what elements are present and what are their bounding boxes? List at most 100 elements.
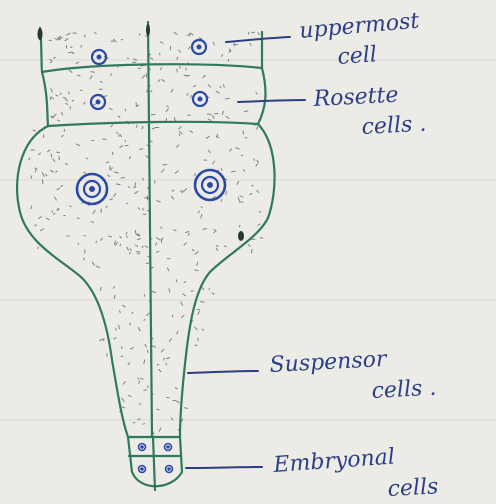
cytoplasm-dot — [127, 236, 128, 237]
cytoplasm-dot — [56, 171, 57, 172]
cytoplasm-dot — [197, 262, 198, 265]
cytoplasm-dot — [161, 227, 162, 228]
cytoplasm-dot — [252, 32, 255, 33]
cytoplasm-dot — [175, 171, 178, 173]
cytoplasm-dot — [69, 70, 72, 72]
cytoplasm-dot — [66, 103, 68, 104]
label-uppermost-line2: cell — [337, 42, 378, 70]
cytoplasm-dot — [166, 118, 167, 121]
cytoplasm-dot — [138, 253, 140, 254]
cytoplasm-dot — [54, 114, 56, 116]
cytoplasm-dot — [171, 89, 173, 92]
cytoplasm-dot — [245, 111, 248, 112]
cytoplasm-dot — [216, 246, 218, 247]
cytoplasm-dot — [166, 109, 168, 112]
cytoplasm-dot — [104, 96, 107, 97]
cytoplasm-dot — [60, 93, 61, 94]
nucleus-rosette-right — [193, 92, 207, 106]
cytoplasm-dot — [161, 169, 164, 172]
cytoplasm-dot — [110, 199, 113, 200]
cytoplasm-dot — [179, 127, 181, 129]
cytoplasm-dot — [57, 152, 60, 153]
cytoplasm-dot — [93, 210, 95, 213]
cytoplasm-dot — [188, 47, 190, 49]
cytoplasm-dot — [101, 238, 103, 240]
cytoplasm-dot — [195, 270, 198, 271]
cytoplasm-dot — [76, 62, 79, 64]
cytoplasm-dot — [115, 243, 117, 246]
cytoplasm-dot — [256, 92, 257, 94]
cytoplasm-dot — [54, 57, 56, 58]
cytoplasm-dot — [258, 33, 259, 35]
cytoplasm-dot — [147, 90, 148, 92]
cytoplasm-dot — [177, 69, 178, 72]
cytoplasm-dot — [138, 208, 139, 210]
cytoplasm-dot — [201, 207, 202, 208]
cytoplasm-dot — [150, 58, 152, 59]
cytoplasm-dot — [195, 252, 198, 255]
cytoplasm-dot — [190, 131, 193, 133]
cytoplasm-dot — [122, 407, 125, 408]
cytoplasm-dot — [184, 243, 187, 245]
cytoplasm-dot — [120, 146, 123, 148]
cytoplasm-dot — [254, 159, 255, 161]
cytoplasm-dot — [177, 401, 180, 403]
cytoplasm-dot — [56, 95, 58, 96]
cytoplasm-dot — [118, 116, 120, 118]
cytoplasm-dot — [240, 196, 243, 197]
embryonal-nuclei — [139, 444, 173, 473]
cytoplasm-dot — [213, 42, 214, 45]
cytoplasm-dot — [114, 295, 115, 298]
cytoplasm-dot — [216, 91, 219, 93]
cytoplasm-dot — [257, 127, 258, 130]
cytoplasm-dot — [130, 249, 131, 250]
cytoplasm-dot — [135, 191, 138, 193]
cytoplasm-dot — [156, 243, 157, 245]
cytoplasm-dot — [114, 172, 118, 173]
pointer-uppermost — [226, 37, 290, 42]
nucleus-rosette-left — [91, 95, 105, 109]
pointer-lines — [186, 37, 305, 468]
cytoplasm-dot — [214, 231, 215, 233]
cytoplasm-dot — [109, 236, 112, 237]
cytoplasm-dot — [174, 230, 176, 231]
cytoplasm-dot — [65, 164, 67, 165]
cytoplasm-dot — [160, 42, 163, 43]
cytoplasm-dot — [58, 120, 60, 121]
cytoplasm-dot — [172, 190, 174, 191]
cytoplasm-dot — [230, 149, 232, 151]
cytoplasm-dot — [51, 154, 52, 157]
embryonal-divider-v — [153, 437, 155, 490]
cytoplasm-dot — [192, 249, 194, 251]
cytoplasm-dot — [184, 189, 187, 191]
cytoplasm-dot — [72, 100, 73, 101]
cytoplasm-dot — [216, 248, 217, 250]
cytoplasm-dot — [121, 178, 125, 179]
cytoplasm-dot — [29, 158, 30, 160]
cytoplasm-dot — [140, 149, 143, 150]
cytoplasm-dot — [120, 236, 122, 238]
cytoplasm-dot — [257, 191, 259, 193]
cytoplasm-dot — [51, 171, 54, 173]
cytoplasm-dot — [96, 266, 99, 267]
cytoplasm-dot — [146, 156, 148, 158]
cytoplasm-dot — [94, 104, 96, 105]
cytoplasm-dot — [51, 97, 53, 99]
cytoplasm-dot — [139, 34, 140, 36]
label-uppermost-line1: uppermost — [298, 9, 420, 44]
cytoplasm-dot — [142, 246, 143, 248]
cytoplasm-dot — [39, 153, 41, 155]
cytoplasm-dot — [135, 245, 137, 246]
cytoplasm-dot — [86, 158, 88, 159]
cytoplasm-dot — [195, 345, 197, 346]
cytoplasm-dot — [184, 408, 187, 409]
cytoplasm-dot — [182, 315, 185, 317]
cytoplasm-dot — [201, 214, 202, 218]
cytoplasm-dot — [127, 247, 128, 250]
cytoplasm-dot — [130, 323, 131, 325]
cytoplasm-dot — [130, 348, 133, 350]
cytoplasm-dot — [129, 156, 130, 159]
cytoplasm-dot — [92, 262, 94, 265]
cytoplasm-dot — [126, 203, 128, 204]
cytoplasm-dot — [256, 164, 258, 166]
